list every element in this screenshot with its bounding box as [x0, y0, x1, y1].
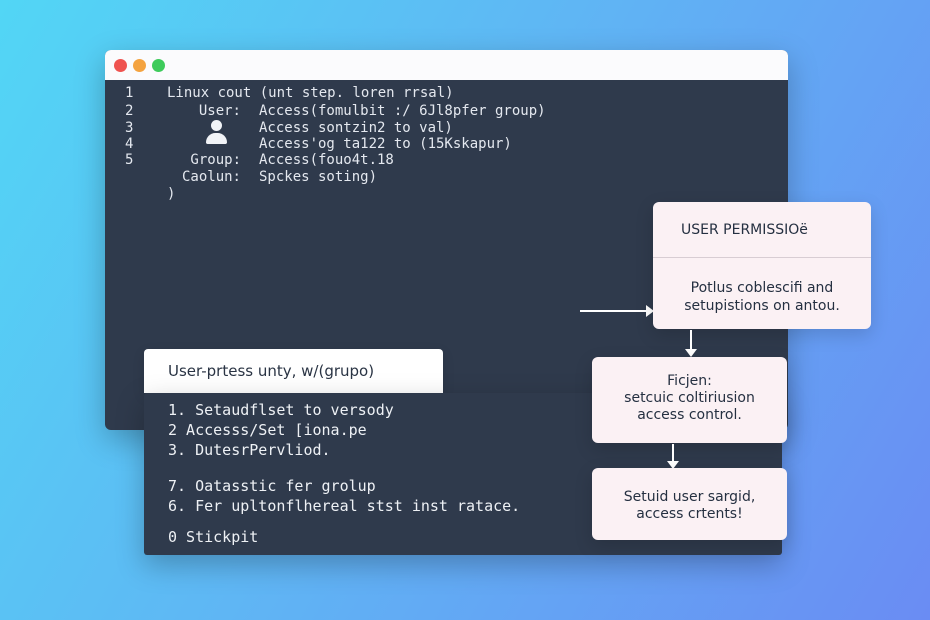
list-item: 7. Oatasstic fer grolup	[168, 477, 376, 495]
setuid-card: Setuid user sargid, access crtents!	[592, 468, 787, 540]
code-label-column: Caolun:	[181, 169, 241, 185]
list-item: 1. Setaudflset to versody	[168, 401, 394, 419]
card-line: access crtents!	[636, 506, 743, 522]
panel-tab-title[interactable]: User-prtess unty, w/(grupo)	[144, 349, 443, 393]
code-line: )	[167, 186, 176, 202]
user-icon	[205, 120, 227, 146]
window-titlebar	[105, 50, 788, 80]
list-item: 6. Fer upltonflhereal stst inst ratace.	[168, 497, 521, 515]
maximize-dot-icon[interactable]	[152, 59, 165, 72]
line-number: 2	[125, 103, 134, 119]
line-number: 1	[125, 85, 134, 101]
code-line: Access(fouo4t.18	[259, 152, 394, 168]
code-label-user: User:	[198, 103, 241, 119]
line-number: 4	[125, 136, 134, 152]
card-line: setcuic coltiriusion	[624, 390, 755, 406]
list-item: 0 Stickpit	[168, 528, 259, 546]
code-line: Access sontzin2 to val)	[259, 120, 453, 136]
code-line: Access'og ta122 to (15Kskapur)	[259, 136, 512, 152]
user-permission-card: USER PERMISSIOë Potlus coblescifi and se…	[653, 202, 871, 329]
line-number: 5	[125, 152, 134, 168]
card-description: Potlus coblescifi and setupistions on an…	[653, 258, 871, 315]
list-item: 3. DutesrPervliod.	[168, 441, 331, 459]
card-desc-line: setupistions on antou.	[684, 298, 840, 314]
card-line: Setuid user sargid,	[623, 489, 756, 505]
card-line: Ficjen:	[667, 373, 712, 389]
access-control-card: Ficjen: setcuic coltiriusion access cont…	[592, 357, 787, 443]
line-number: 3	[125, 120, 134, 136]
code-line: Access(fomulbit :/ 6Jl8pfer group)	[259, 103, 546, 119]
arrow-down-icon	[685, 330, 697, 357]
card-line: access control.	[637, 407, 742, 423]
list-item: 2 Accesss/Set [iona.pe	[168, 421, 367, 439]
code-label-group: Group:	[190, 152, 241, 168]
card-desc-line: Potlus coblescifi and	[690, 280, 834, 296]
minimize-dot-icon[interactable]	[133, 59, 146, 72]
code-area: 1 2 3 4 5 Linux cout (unt step. loren rr…	[105, 80, 788, 430]
card-title: USER PERMISSIOë	[653, 202, 871, 258]
code-line: Spckes soting)	[259, 169, 378, 185]
arrow-down-icon	[667, 444, 679, 469]
code-line: Linux cout (unt step. loren rrsal)	[167, 85, 454, 101]
close-dot-icon[interactable]	[114, 59, 127, 72]
arrow-right-icon	[580, 305, 654, 317]
